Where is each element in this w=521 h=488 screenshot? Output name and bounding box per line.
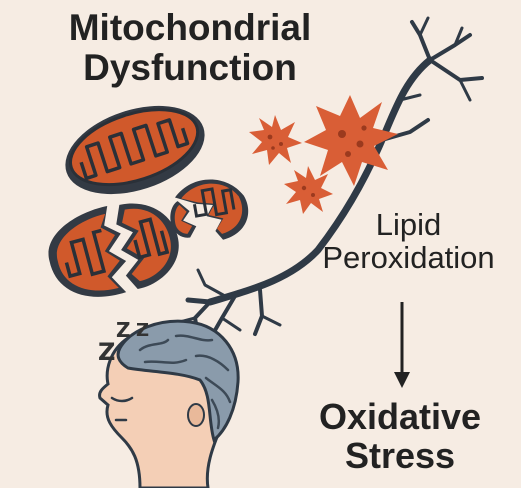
sleeping-head-icon	[98, 319, 240, 488]
free-radical-icon	[304, 95, 398, 186]
sleep-z-medium: Z	[116, 318, 131, 342]
mitochondrion-fragment-icon	[170, 179, 249, 240]
mitochondrion-icon	[65, 105, 205, 195]
lipid-peroxidation-label: Lipid Peroxidation	[296, 208, 521, 275]
diagram-title: Mitochondrial Dysfunction	[40, 8, 340, 88]
oxid-line-2: Stress	[344, 434, 456, 476]
neuron-icon	[178, 16, 484, 337]
title-line-1: Mitochondrial	[68, 7, 312, 48]
free-radical-icon	[284, 166, 333, 214]
lipid-line-2: Peroxidation	[322, 240, 495, 276]
lipid-line-1: Lipid	[375, 207, 442, 242]
oxid-line-1: Oxidative	[318, 396, 482, 437]
mitochondria	[48, 105, 249, 297]
title-line-2: Dysfunction	[83, 46, 297, 88]
oxidative-stress-label: Oxidative Stress	[300, 396, 500, 476]
mitochondrion-broken-icon	[48, 203, 179, 297]
free-radicals	[249, 95, 398, 214]
sleep-z-small: Z	[136, 320, 150, 341]
down-arrow-icon	[394, 302, 410, 388]
free-radical-icon	[249, 115, 302, 165]
sleep-z-large: Z	[98, 338, 116, 366]
